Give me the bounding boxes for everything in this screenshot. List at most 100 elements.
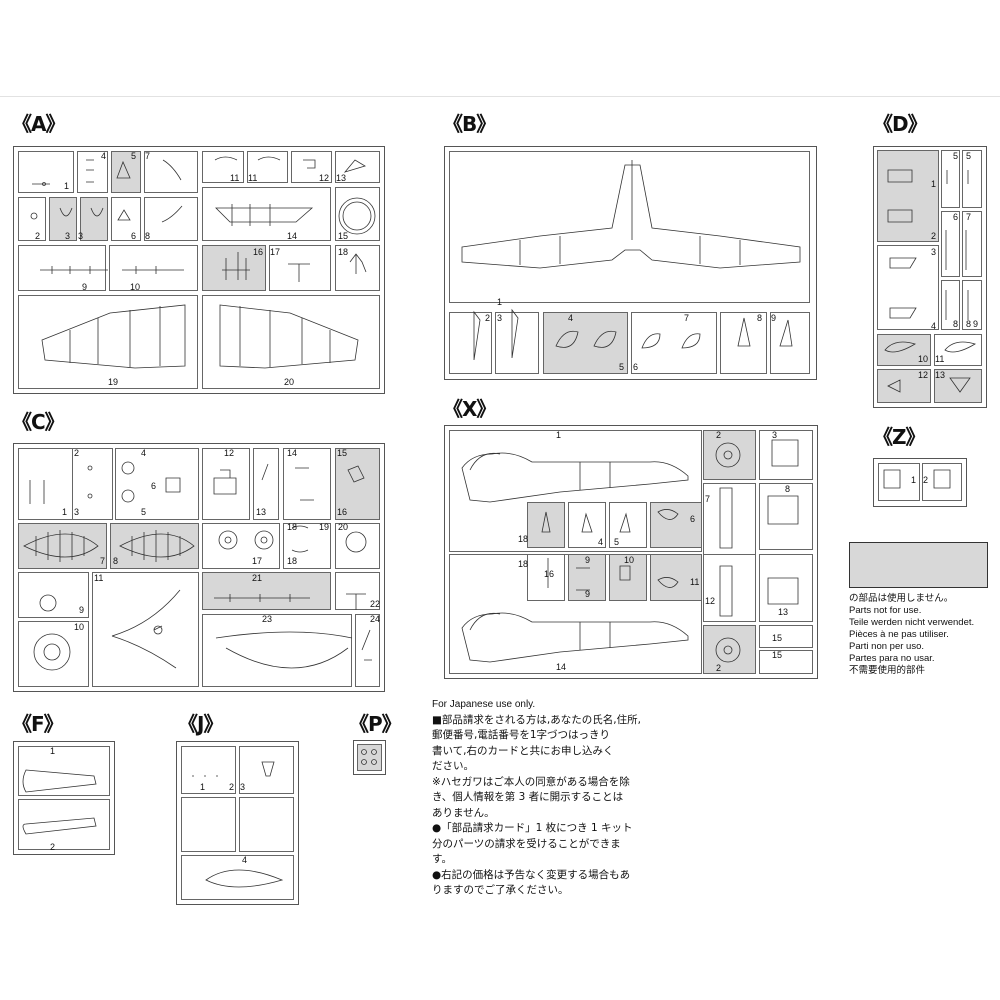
part-cell — [934, 334, 982, 366]
part-number: 1 — [931, 179, 937, 189]
engine-mount-part — [349, 253, 367, 274]
bracket-part — [291, 525, 309, 553]
part-cell — [283, 523, 331, 569]
part-number: 24 — [370, 614, 381, 624]
strut-part — [288, 263, 310, 282]
lens-part — [361, 749, 367, 755]
part-number: 10 — [624, 555, 635, 565]
part-number: 11 — [935, 354, 945, 364]
part-number: 2 — [35, 231, 41, 241]
part-cell-unused — [703, 430, 756, 480]
part-cell — [703, 554, 756, 622]
engine-part — [33, 633, 71, 671]
unused-parts-legend: の部品は使用しません。 Parts not for use. Teile wer… — [849, 593, 974, 677]
cockpit-floor-part — [231, 204, 271, 226]
part-number: 2 — [716, 430, 722, 440]
part-cell-unused — [650, 502, 702, 548]
part-cell — [202, 151, 244, 183]
panel-part — [767, 495, 799, 525]
linkage-part — [162, 159, 182, 181]
part-number: 1 — [911, 475, 917, 485]
part-number: 3 — [65, 231, 71, 241]
group-label-d: 《D》 — [873, 112, 928, 136]
part-number: 2 — [74, 448, 80, 458]
part-number: 8 — [757, 313, 763, 323]
cylinder-part — [39, 594, 57, 612]
group-label-x: 《X》 — [443, 397, 496, 421]
part-number: 7 — [684, 313, 690, 323]
part-number: 5 — [966, 151, 972, 161]
part-number: 9 — [771, 313, 777, 323]
canopy-part — [641, 333, 701, 349]
lens-part — [371, 759, 377, 765]
part-cell — [202, 614, 352, 687]
part-number: 21 — [252, 573, 263, 583]
flap-part — [473, 308, 519, 361]
cockpit-floor-part — [215, 207, 314, 223]
part-number: 3 — [74, 507, 80, 517]
clear-part — [261, 761, 275, 777]
part-number: 7 — [100, 556, 106, 566]
wheel-part — [218, 530, 238, 550]
part-number: 9 — [585, 589, 591, 599]
part-number: 3 — [497, 313, 503, 323]
gear-door-part — [719, 487, 733, 549]
box-part — [165, 477, 181, 493]
part-cell — [335, 151, 380, 183]
strip-part — [945, 170, 969, 320]
note-line: ※ハセガワはご本人の同意がある場合を除 — [432, 775, 630, 788]
bracket-part — [117, 209, 131, 221]
part-number: 6 — [131, 231, 137, 241]
part-cell — [877, 245, 939, 330]
part-number: 15 — [772, 650, 783, 660]
fin-part — [541, 511, 631, 533]
part-cell — [355, 614, 380, 687]
part-cell — [144, 197, 198, 241]
note-line: ●「部品請求カード」1 枚につき 1 キット — [432, 822, 633, 834]
part-number: 12 — [224, 448, 235, 458]
part-number: 5 — [131, 151, 137, 161]
part-number: 4 — [242, 855, 248, 865]
part-number: 6 — [633, 362, 639, 372]
note-line: ださい。 — [432, 760, 474, 772]
part-number: 9 — [79, 605, 85, 615]
part-number: 9 — [973, 319, 979, 329]
lower-wing-part — [519, 160, 741, 265]
part-cell — [335, 523, 380, 569]
bracket-part — [303, 159, 316, 169]
legend-line: Partes para no usar. — [849, 653, 935, 664]
part-cell-unused — [877, 150, 939, 242]
part-cell — [111, 197, 141, 241]
legend-line: Teile werden nicht verwendet. — [849, 617, 975, 628]
group-label-b: 《B》 — [443, 112, 496, 136]
decal-part — [883, 469, 951, 489]
strut-part — [346, 593, 366, 610]
part-number: 2 — [229, 782, 235, 792]
legend-line: 不需要使用的部件 — [849, 665, 926, 676]
pin-part — [547, 558, 590, 591]
part-number: 2 — [50, 842, 56, 852]
rivet-part — [87, 465, 93, 471]
part-number: 5 — [619, 362, 625, 372]
engine-part — [43, 643, 61, 661]
part-cell — [18, 151, 74, 193]
part-number: 1 — [50, 746, 56, 756]
canopy-part — [205, 869, 284, 888]
ring-part — [338, 197, 376, 235]
part-cell — [291, 151, 332, 183]
wing-left-part — [69, 306, 161, 367]
part-number: 9 — [82, 282, 88, 292]
note-line: ●右記の価格は予告なく変更する場合もあ — [432, 868, 631, 881]
part-cell — [609, 502, 647, 548]
group-label-f: 《F》 — [12, 712, 64, 736]
part-cell-unused — [18, 523, 107, 569]
gear-part — [345, 531, 367, 553]
part-cell-unused — [202, 572, 331, 610]
rod-part — [122, 266, 184, 274]
gear-leg-part — [361, 629, 372, 661]
note-line: す。 — [432, 853, 452, 865]
sprue-p — [353, 740, 386, 775]
part-number: 17 — [252, 556, 263, 566]
part-number: 15 — [338, 231, 349, 241]
part-number: 18 — [518, 534, 529, 544]
